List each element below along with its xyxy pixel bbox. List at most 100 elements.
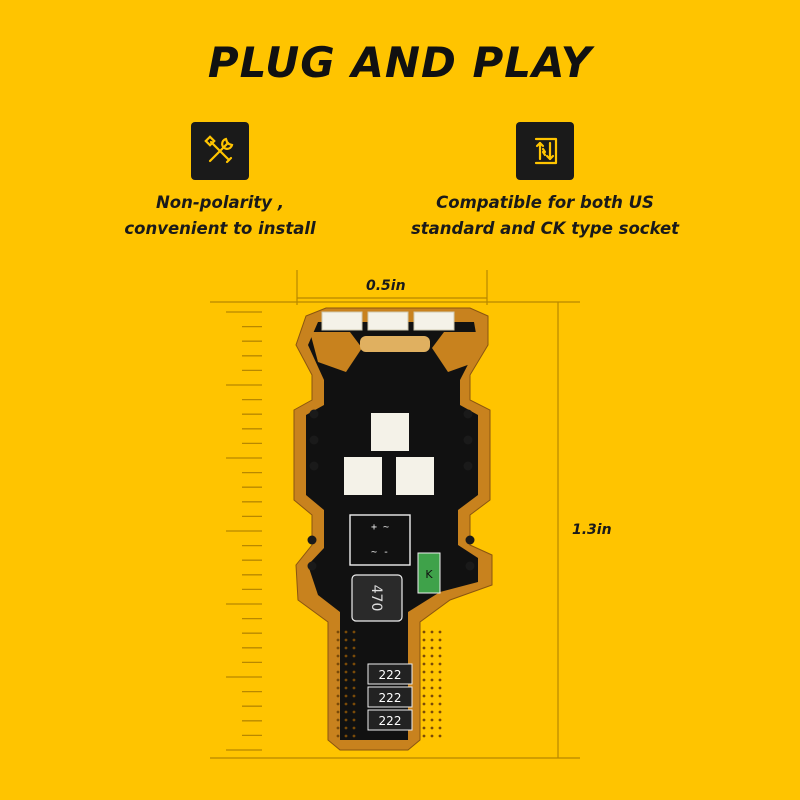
stem-dot bbox=[422, 710, 426, 714]
stem-dot bbox=[422, 686, 426, 690]
inductor-label: 470 bbox=[368, 585, 384, 612]
front-leds bbox=[344, 413, 434, 495]
stem-dot bbox=[344, 694, 348, 698]
stem-dot bbox=[352, 734, 356, 738]
led-bulb-pcb: + ~ ~ - K 470 222 222 222 bbox=[293, 307, 493, 751]
stem-dot bbox=[438, 686, 442, 690]
via-hole bbox=[463, 461, 473, 471]
stem-dot bbox=[352, 654, 356, 658]
stem-dot bbox=[438, 662, 442, 666]
stem-dot bbox=[344, 718, 348, 722]
resistors: 222 222 222 bbox=[367, 663, 413, 731]
bridge-rectifier: + ~ ~ - bbox=[349, 514, 411, 566]
stem-dots bbox=[336, 630, 442, 738]
stem-dot bbox=[352, 670, 356, 674]
stem-dot bbox=[344, 686, 348, 690]
top-side-leds bbox=[321, 311, 455, 331]
stem-dot bbox=[430, 710, 434, 714]
inductor-470: 470 bbox=[351, 574, 403, 622]
stem-dot bbox=[352, 718, 356, 722]
stem-dot bbox=[438, 630, 442, 634]
stem-dot bbox=[422, 694, 426, 698]
stem-dot bbox=[438, 726, 442, 730]
resistor-label-1: 222 bbox=[379, 668, 402, 682]
stem-dot bbox=[422, 638, 426, 642]
stem-dot bbox=[344, 654, 348, 658]
height-dimension-label: 1.3in bbox=[572, 522, 612, 538]
page-title: PLUG AND PLAY bbox=[207, 38, 593, 87]
stem-dot bbox=[422, 662, 426, 666]
stem-dot bbox=[430, 702, 434, 706]
stem-dot bbox=[336, 646, 340, 650]
svg-text:~ -: ~ - bbox=[371, 547, 389, 558]
stem-dot bbox=[430, 726, 434, 730]
stem-dot bbox=[352, 702, 356, 706]
feature-text-non-polarity: Non-polarity , convenient to install bbox=[124, 193, 316, 238]
stem-dot bbox=[422, 734, 426, 738]
stem-dot bbox=[352, 726, 356, 730]
stem-dot bbox=[336, 638, 340, 642]
stem-dot bbox=[344, 702, 348, 706]
stem-dot bbox=[430, 654, 434, 658]
feature-compatible: Compatible for both US standard and CK t… bbox=[380, 122, 710, 242]
stem-dot bbox=[438, 702, 442, 706]
stem-dot bbox=[422, 678, 426, 682]
stem-dot bbox=[438, 678, 442, 682]
stem-dot bbox=[422, 718, 426, 722]
stem-dot bbox=[352, 678, 356, 682]
width-dimension-label: 0.5in bbox=[366, 278, 406, 294]
diode-k: K bbox=[417, 552, 441, 594]
top-pads bbox=[310, 332, 484, 372]
stem-dot bbox=[344, 678, 348, 682]
resistor-label-3: 222 bbox=[379, 714, 402, 728]
stem-dot bbox=[430, 686, 434, 690]
stem-dot bbox=[422, 726, 426, 730]
stem-dot bbox=[438, 710, 442, 714]
diode-label: K bbox=[425, 568, 433, 581]
tools-icon bbox=[191, 122, 249, 180]
stem-dot bbox=[344, 646, 348, 650]
stem-dot bbox=[352, 662, 356, 666]
stem-dot bbox=[430, 638, 434, 642]
stem-dot bbox=[344, 710, 348, 714]
stem-dot bbox=[430, 718, 434, 722]
via-hole bbox=[309, 435, 319, 445]
stem-dot bbox=[336, 694, 340, 698]
stem-dot bbox=[438, 694, 442, 698]
stem-dot bbox=[336, 662, 340, 666]
stem-dot bbox=[336, 718, 340, 722]
stem-dot bbox=[344, 662, 348, 666]
via-hole bbox=[465, 561, 475, 571]
stem-dot bbox=[438, 654, 442, 658]
stem-dot bbox=[352, 630, 356, 634]
stem-dot bbox=[344, 670, 348, 674]
resistor-label-2: 222 bbox=[379, 691, 402, 705]
stem-dot bbox=[422, 702, 426, 706]
stem-dot bbox=[344, 630, 348, 634]
stem-dot bbox=[352, 710, 356, 714]
stem-dot bbox=[422, 670, 426, 674]
stem-dot bbox=[352, 638, 356, 642]
stem-dot bbox=[336, 654, 340, 658]
width-dimension-line bbox=[296, 270, 488, 305]
stem-dot bbox=[422, 630, 426, 634]
stem-dot bbox=[422, 646, 426, 650]
stem-dot bbox=[438, 646, 442, 650]
via-hole bbox=[309, 409, 319, 419]
via-hole bbox=[307, 535, 317, 545]
extension-lines bbox=[210, 301, 580, 759]
via-hole bbox=[465, 535, 475, 545]
stem-dot bbox=[430, 646, 434, 650]
stem-dot bbox=[438, 718, 442, 722]
stem-dot bbox=[336, 670, 340, 674]
vias bbox=[307, 409, 475, 571]
stem-dot bbox=[430, 670, 434, 674]
stem-dot bbox=[352, 646, 356, 650]
stem-dot bbox=[336, 678, 340, 682]
stem-dot bbox=[430, 694, 434, 698]
stem-dot bbox=[422, 654, 426, 658]
stem-dot bbox=[336, 686, 340, 690]
feature-non-polarity: Non-polarity , convenient to install bbox=[55, 122, 385, 242]
stem-dot bbox=[336, 710, 340, 714]
